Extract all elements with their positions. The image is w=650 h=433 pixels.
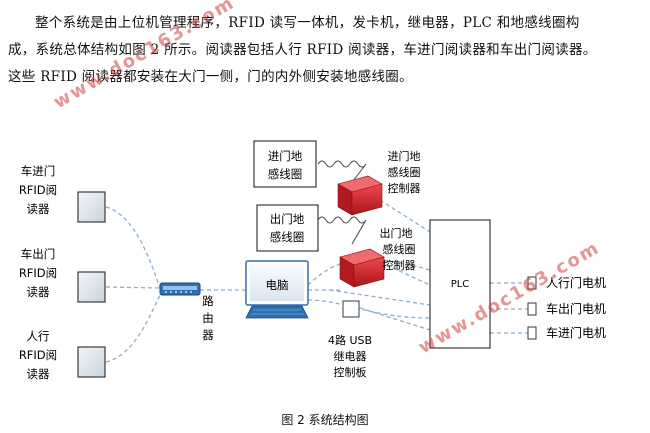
controller-device-icon	[353, 256, 385, 288]
loop-out: 出门地 感线圈	[256, 204, 319, 252]
paragraph-line-3: 这些 RFID 阅读器都安装在大门一侧，门的内外侧安装地感线圈。	[8, 69, 413, 85]
motor-label: 人行门电机	[546, 275, 606, 290]
computer: 电脑	[245, 260, 309, 319]
reader-label-line: RFID阅	[19, 348, 57, 362]
reader-device-icon	[77, 271, 106, 303]
reader-device-icon	[77, 346, 106, 378]
motor-icon	[527, 302, 537, 316]
reader-device-icon	[77, 191, 106, 223]
loop-coils	[317, 160, 367, 245]
reader-label-line: 车进门	[21, 164, 56, 178]
controller-out-label-line: 出门地	[380, 226, 413, 240]
reader-label-line: RFID阅	[19, 266, 57, 280]
loop-out-box	[256, 204, 319, 252]
loop-in: 进门地 感线圈	[253, 140, 317, 188]
router-label-line: 由	[202, 311, 214, 325]
relay-board: 4路 USB 继电器 控制板	[328, 300, 372, 379]
controller-out-label-line: 感线圈	[383, 242, 416, 256]
loop-in-label-line: 感线圈	[268, 167, 303, 181]
relay-label-line: 4路 USB	[328, 334, 372, 347]
motor-icon	[527, 276, 537, 290]
controller-out: 出门地 感线圈 控制器	[339, 226, 416, 288]
router-label-line: 路	[202, 294, 214, 308]
router-label-line: 器	[202, 328, 214, 342]
computer-label: 电脑	[266, 278, 289, 292]
loop-out-label-line: 出门地	[270, 212, 305, 226]
controller-in-label-line: 感线圈	[388, 165, 421, 179]
reader-label-line: 车出门	[21, 247, 56, 261]
intro-paragraph: 整个系统是由上位机管理程序，RFID 读写一体机，发卡机，继电器，PLC 和地感…	[8, 10, 644, 91]
controller-in-label-line: 进门地	[388, 149, 421, 163]
relay-label-line: 继电器	[334, 350, 367, 363]
paragraph-line-2: 成，系统总体结构如图 2 所示。阅读器包括人行 RFID 阅读器，车进门阅读器和…	[8, 42, 597, 58]
relay-box	[342, 300, 360, 318]
motor-icon	[527, 326, 537, 340]
loop-in-label-line: 进门地	[268, 149, 303, 163]
reader-car-out: 车出门 RFID阅 读器	[19, 247, 106, 303]
paragraph-line-1: 整个系统是由上位机管理程序，RFID 读写一体机，发卡机，继电器，PLC 和地感…	[35, 15, 580, 31]
figure-caption: 图 2 系统结构图	[281, 413, 369, 427]
reader-label-line: 读器	[27, 202, 50, 216]
motor-label: 车进门电机	[546, 325, 606, 340]
reader-label-line: 读器	[27, 367, 50, 381]
reader-car-in: 车进门 RFID阅 读器	[19, 164, 106, 223]
loop-in-box	[253, 140, 317, 188]
controller-in-label-line: 控制器	[388, 181, 421, 195]
reader-label-line: RFID阅	[19, 183, 57, 197]
loop-out-label-line: 感线圈	[270, 230, 305, 244]
controller-device-icon	[351, 183, 383, 216]
controller-in: 进门地 感线圈 控制器	[337, 149, 421, 216]
plc-box	[429, 219, 491, 349]
reader-pedestrian: 人行 RFID阅 读器	[19, 329, 106, 381]
router: 路 由 器	[159, 282, 214, 342]
plc: PLC	[429, 219, 491, 349]
reader-label-line: 读器	[27, 285, 50, 299]
relay-label-line: 控制板	[334, 365, 367, 379]
motor-label: 车出门电机	[546, 301, 606, 316]
keyboard-icon	[245, 305, 309, 319]
motors: 人行门电机 车出门电机 车进门电机	[527, 275, 606, 340]
plc-label: PLC	[451, 279, 470, 290]
connection-lines	[105, 199, 528, 363]
controller-out-label-line: 控制器	[383, 258, 416, 272]
reader-label-line: 人行	[27, 329, 50, 343]
